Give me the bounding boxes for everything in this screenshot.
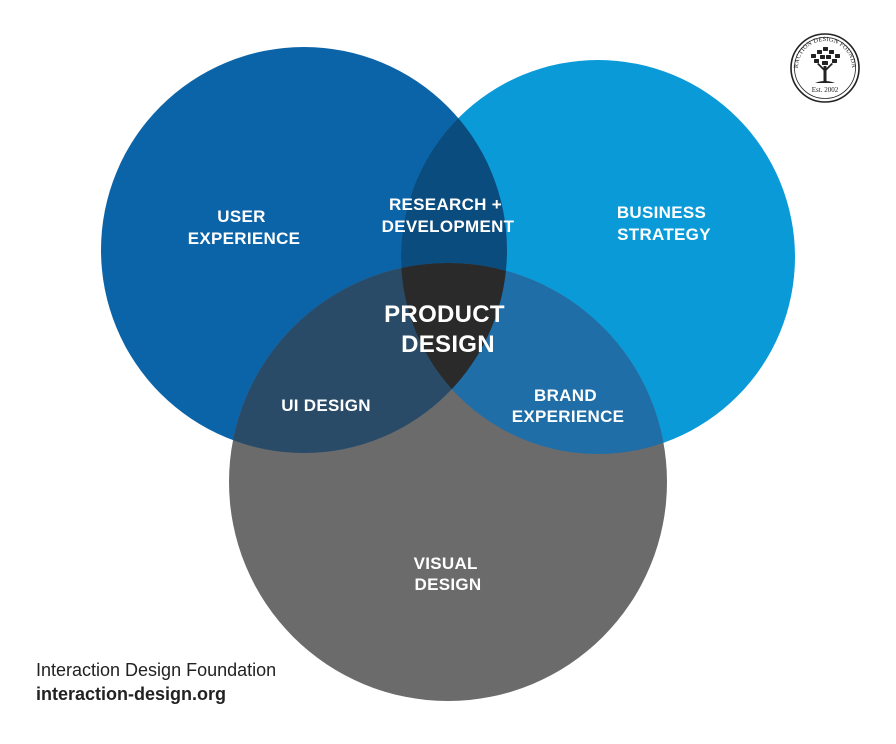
label-research-development: RESEARCH + DEVELOPMENT xyxy=(382,195,515,236)
label-user-experience: USER EXPERIENCE xyxy=(188,207,301,248)
footer-website-link[interactable]: interaction-design.org xyxy=(36,684,227,704)
label-product-design: PRODUCT DESIGN xyxy=(384,301,512,358)
label-business-strategy: BUSINESS STRATEGY xyxy=(617,203,711,244)
footer-organization-name: Interaction Design Foundation xyxy=(36,660,277,680)
overlap-brand-experience xyxy=(401,263,667,454)
tree-icon xyxy=(811,47,840,83)
label-visual-design: VISUAL DESIGN xyxy=(414,554,483,594)
logo-est-text: Est. 2002 xyxy=(812,86,839,94)
overlap-ui-design xyxy=(229,263,507,453)
label-ui-design: UI DESIGN xyxy=(281,396,371,415)
foundation-seal-logo: INTERACTION DESIGN FOUNDATION Est. 2002 xyxy=(789,32,860,103)
label-brand-experience: BRAND EXPERIENCE xyxy=(512,386,625,426)
